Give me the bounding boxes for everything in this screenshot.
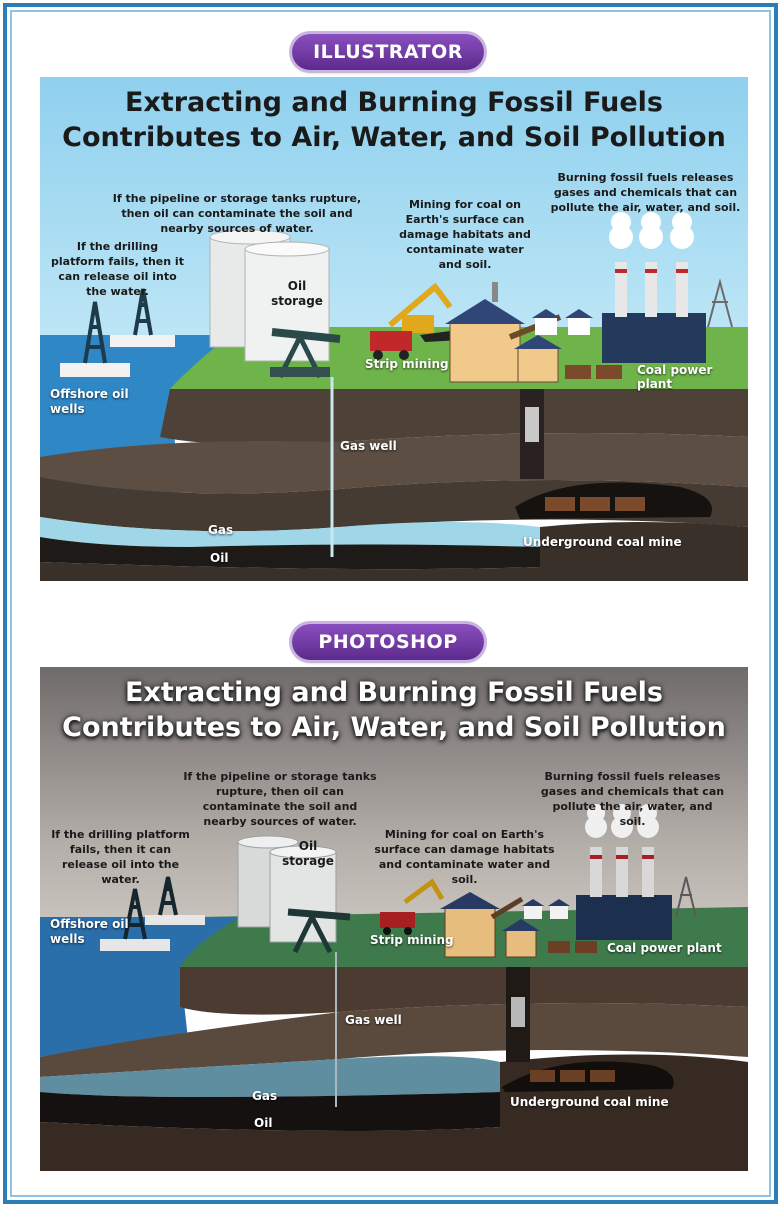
label-coal-plant: Coal power plant [607, 941, 722, 955]
sea [40, 917, 240, 1057]
label-strip-mining: Strip mining [370, 933, 454, 947]
label-coal-plant: Coal power plant [637, 363, 713, 391]
note-mining: Mining for coal on Earth's surface can d… [374, 828, 555, 886]
coal-cars-surface [565, 365, 622, 379]
title-line-2: Contributes to Air, Water, and Soil Poll… [62, 712, 726, 743]
note-mining: Mining for coal on Earth's surface can d… [399, 198, 531, 271]
note-pipeline: If the pipeline or storage tanks rupture… [183, 770, 377, 828]
label-gas-well: Gas well [345, 1013, 402, 1027]
label-gas: Gas [252, 1089, 278, 1103]
label-oil-storage: Oil storage [282, 839, 334, 868]
illustrator-scene [40, 77, 748, 581]
soil-layer-4 [40, 522, 748, 581]
title-line-2: Contributes to Air, Water, and Soil Poll… [62, 122, 726, 153]
label-underground: Underground coal mine [523, 535, 682, 549]
coal-power-plant [576, 804, 697, 940]
label-strip-mining: Strip mining [365, 357, 449, 371]
label-offshore: Offshore oil wells [50, 387, 129, 416]
gas-layer [40, 517, 540, 547]
coal-power-plant [602, 212, 733, 363]
oil-layer [40, 1092, 500, 1131]
title-line-1: Extracting and Burning Fossil Fuels [124, 87, 664, 118]
soil-layer-1 [180, 967, 748, 1015]
excavator-and-truck [380, 878, 445, 935]
soil-layer-2 [40, 1003, 748, 1077]
note-burning: Burning fossil fuels releases gases and … [550, 171, 741, 214]
note-platform: If the drilling platform fails, then it … [51, 240, 184, 298]
photoshop-panel: Extracting and Burning Fossil Fuels Cont… [40, 667, 748, 1171]
label-offshore: Offshore oil wells [50, 917, 129, 946]
title-line-1: Extracting and Burning Fossil Fuels [124, 677, 664, 708]
label-oil: Oil [254, 1116, 273, 1130]
offshore-platforms [100, 876, 205, 951]
photoshop-badge: PHOTOSHOP [292, 624, 484, 660]
page-frame: ILLUSTRATOR [3, 3, 778, 1204]
soil-layer-2 [40, 433, 748, 494]
label-oil-storage: Oil storage [271, 279, 323, 308]
offshore-platforms [60, 288, 175, 377]
soil-layer-1 [160, 389, 748, 445]
pumpjack [287, 908, 351, 954]
note-pipeline: If the pipeline or storage tanks rupture… [112, 192, 362, 235]
coal-cars-surface [548, 941, 597, 953]
label-gas: Gas [208, 523, 234, 537]
photoshop-title: Extracting and Burning Fossil Fuels Cont… [40, 675, 748, 745]
gas-layer [40, 1056, 500, 1097]
label-gas-well: Gas well [340, 439, 397, 453]
mine-building [440, 892, 540, 958]
pumpjack [270, 328, 341, 379]
mine-building [445, 282, 562, 383]
photoshop-scene [40, 667, 748, 1171]
note-platform: If the drilling platform fails, then it … [51, 828, 190, 886]
illustrator-title: Extracting and Burning Fossil Fuels Cont… [40, 85, 748, 155]
mine-shaft [502, 967, 674, 1092]
label-underground: Underground coal mine [510, 1095, 669, 1109]
illustrator-panel: Extracting and Burning Fossil Fuels Cont… [40, 77, 748, 581]
oil-layer [40, 537, 540, 570]
houses [522, 899, 570, 919]
illustrator-badge: ILLUSTRATOR [292, 34, 484, 70]
note-burning: Burning fossil fuels releases gases and … [540, 770, 725, 828]
houses [532, 309, 593, 335]
mine-shaft [515, 389, 712, 519]
label-oil: Oil [210, 551, 229, 565]
